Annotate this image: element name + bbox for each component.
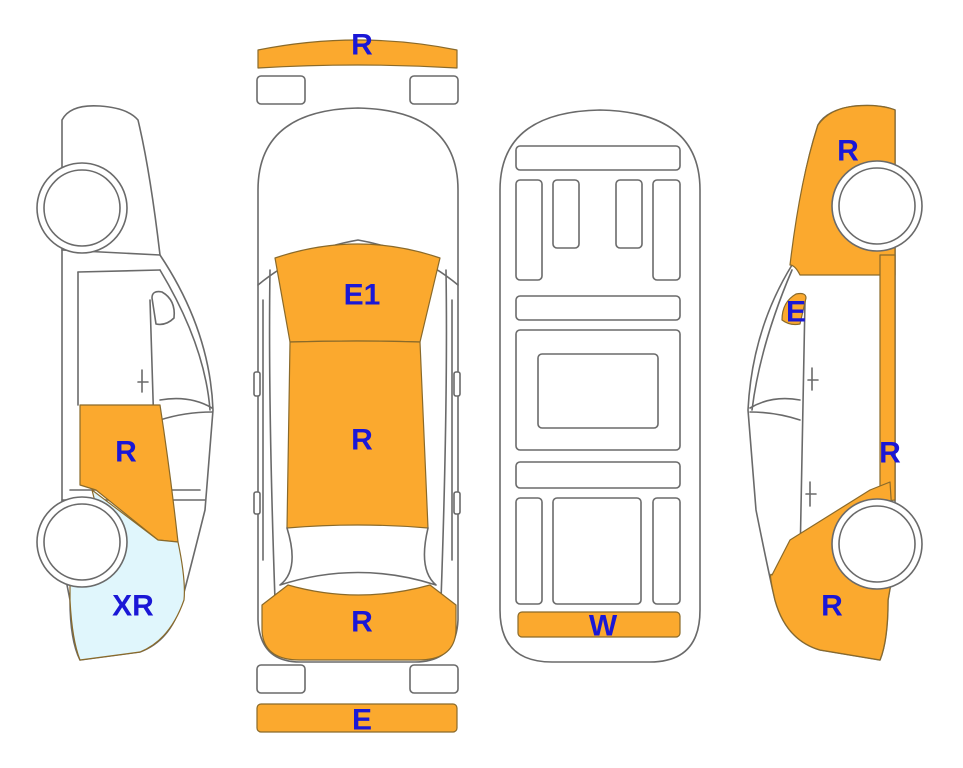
label-right-mirror: E: [786, 296, 806, 329]
front-bumper-panel[interactable]: [257, 39, 458, 69]
top-body-outline: [257, 107, 459, 663]
right-side-view: [747, 104, 923, 661]
label-underbody-rear: W: [589, 610, 618, 643]
left-side-view: [36, 104, 214, 661]
label-roof: R: [351, 424, 373, 457]
underbody-rear-panel[interactable]: [517, 611, 681, 638]
rear-right-lamp: [409, 664, 459, 694]
damage-labels: R E1 R R E W R XR R E R R: [112, 29, 901, 737]
label-right-rear-quarter: R: [821, 590, 843, 623]
right-rocker-panel[interactable]: [879, 254, 896, 503]
label-front-bumper: R: [351, 29, 373, 62]
left-rear-wheel: [36, 496, 128, 588]
label-left-rear-quarter: XR: [112, 590, 154, 623]
label-rear-bumper: E: [352, 704, 372, 737]
label-right-rocker: R: [879, 437, 901, 470]
label-right-front-fender: R: [837, 135, 859, 168]
top-view: [253, 39, 461, 733]
label-left-rear-door: R: [115, 436, 137, 469]
rear-bumper-panel[interactable]: [256, 703, 458, 733]
right-rear-wheel: [831, 498, 923, 590]
trunk-lid-panel[interactable]: [261, 584, 457, 661]
front-left-lamp: [256, 75, 306, 105]
label-hood: E1: [344, 279, 381, 312]
right-front-wheel: [831, 160, 923, 252]
label-trunk-lid: R: [351, 606, 373, 639]
left-front-wheel: [36, 162, 128, 254]
underbody-outline: [499, 109, 701, 663]
front-right-lamp: [409, 75, 459, 105]
rear-left-lamp: [256, 664, 306, 694]
underbody-view: [499, 109, 701, 663]
right-mirror-panel[interactable]: [781, 292, 807, 326]
